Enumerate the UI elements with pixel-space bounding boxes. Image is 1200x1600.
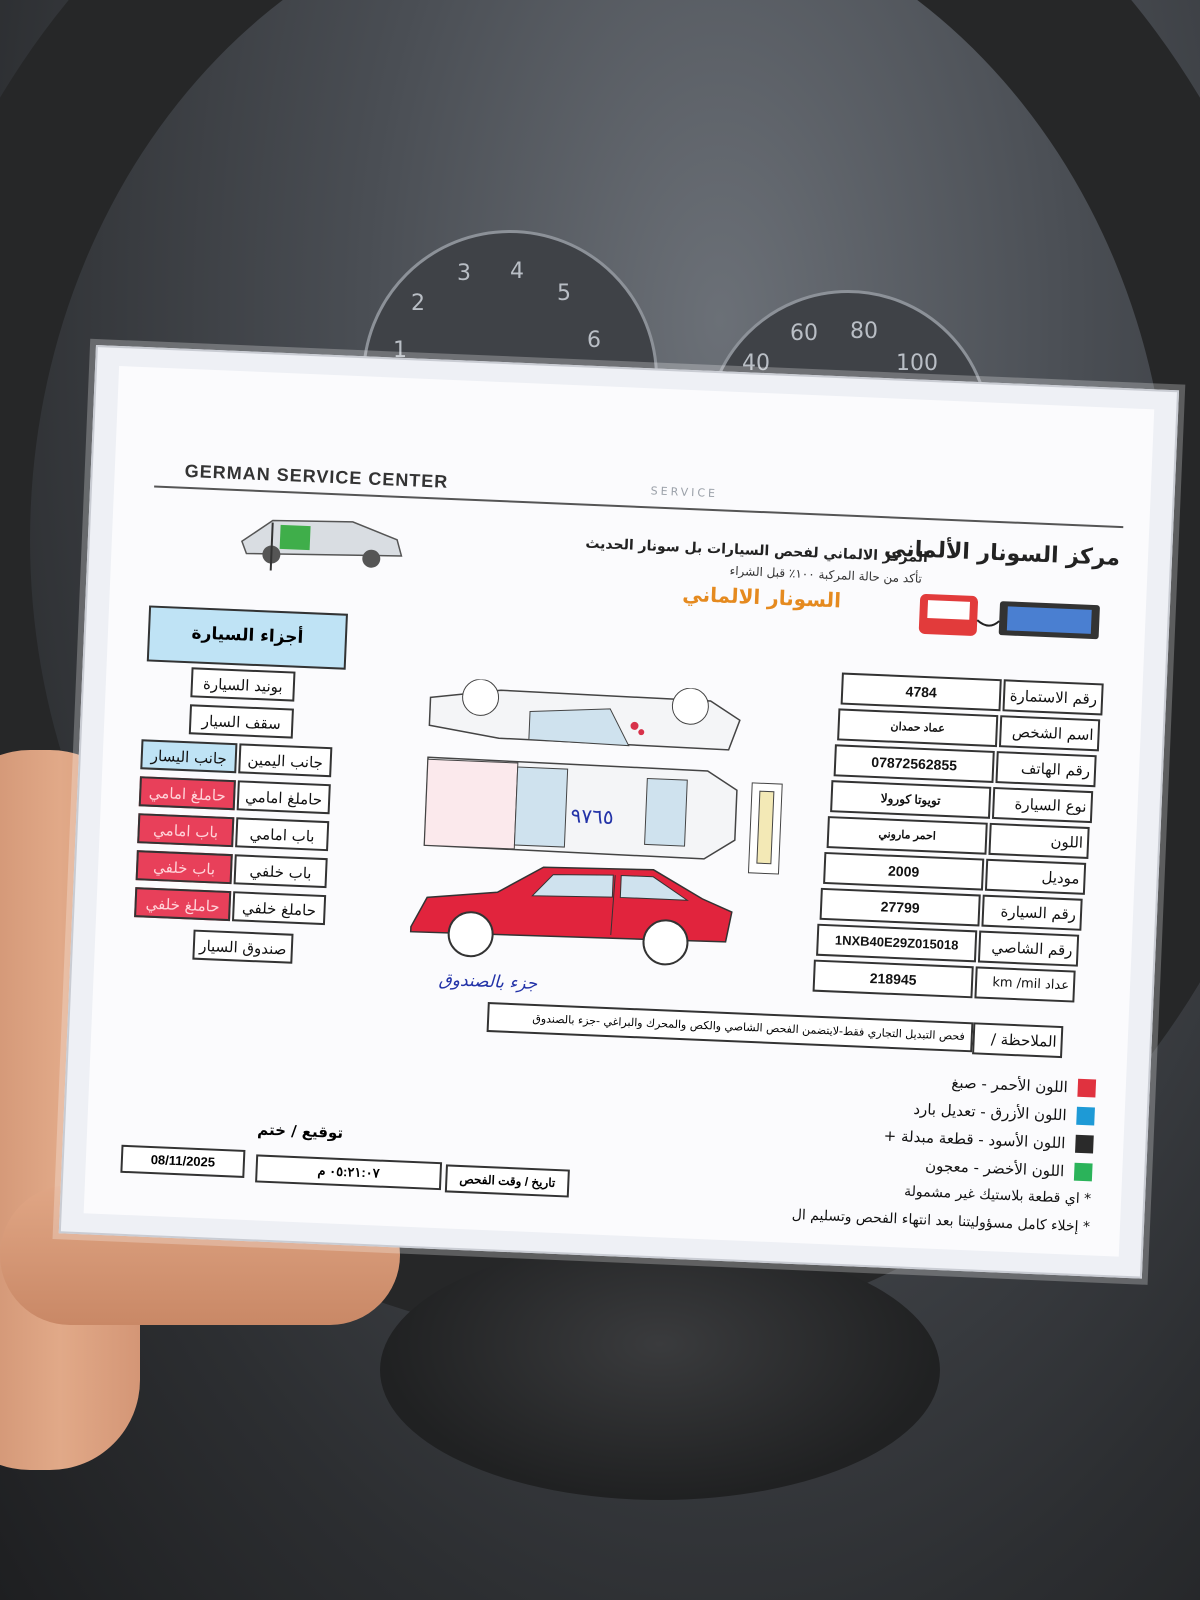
car-type-label: نوع السيارة [991,786,1094,824]
legend-text: اللون الأسود - قطعة مبدلة + [883,1126,1066,1153]
note-value: فحص التبديل التجاري فقط-لايتضمن الفحص ال… [486,1001,974,1053]
part-trunk: صندوق السيار [192,929,294,964]
legend-plastic-note: * اي قطعة بلاستيك غير مشمولة [904,1184,1092,1208]
car-lift-icon [241,519,403,571]
person-name-label: اسم الشخص [998,715,1101,752]
part-rear-door-left: باب خلفي [135,850,233,885]
header-subtitle-2: تأكد من حالة المركبة ١٠٠٪ قبل الشراء [729,563,923,586]
handwritten-mark: ٩٧٦٥ [570,803,615,830]
part-hood: بونيد السيارة [190,667,296,702]
gauge-number: 4 [510,259,524,284]
model-label: موديل [984,858,1087,895]
legend-text: اللون الأحمر - صبغ [951,1073,1069,1097]
datetime-label: تاريخ / وقت الفحص [444,1164,570,1198]
gauge-number: 5 [557,281,571,306]
green-swatch [1073,1162,1093,1182]
phone-label: رقم الهاتف [995,751,1097,788]
handwritten-note: جزء بالصندوق [438,969,538,995]
model-value: 2009 [823,851,985,891]
legend-text: اللون الأزرق - تعديل بارد [913,1099,1067,1125]
gauge-number: 6 [587,328,601,353]
part-left-side: جانب اليسار [140,739,238,774]
brand-logo-text: SERVICE [650,484,719,501]
header-subtitle-1: المركز الالماني لفحص السيارات بل سونار ا… [585,535,929,567]
header-subtitle-3: السونار الالماني [681,581,842,613]
part-roof: سقف السيار [188,704,294,739]
part-front-door-left: باب امامي [137,813,235,848]
diagnostic-scanner-icon [918,593,1100,640]
car-type-value: تويوتا كورولا [830,780,992,819]
inspection-card: GERMAN SERVICE CENTER SERVICE مركز السون… [58,345,1180,1279]
legend-text: اللون الأخضر - معجون [924,1156,1065,1181]
signature-label: توقيع / ختم [256,1120,344,1143]
odometer-value: 218945 [812,959,974,999]
red-swatch [1077,1078,1097,1098]
legend-blue: اللون الأزرق - تعديل بارد [913,1100,1095,1126]
gauge-number: 80 [850,319,878,344]
legend-black: اللون الأسود - قطعة مبدلة + [883,1126,1094,1154]
inspection-sheet: GERMAN SERVICE CENTER SERVICE مركز السون… [83,365,1155,1257]
gauge-number: 2 [411,291,425,316]
note-label: الملاحظة / [972,1022,1064,1059]
legend-text: * اي قطعة بلاستيك غير مشمولة [903,1183,1092,1208]
color-value: احمر ماروني [826,816,988,855]
chassis-label: رقم الشاصي [977,930,1080,967]
blue-swatch [1076,1106,1095,1126]
legend-disclaimer: * إخلاء كامل مسؤوليتنا بعد انتهاء الفحص … [791,1207,1090,1235]
inspection-time: ٠٥:٢١:٠٧ م [255,1154,443,1191]
part-rear-fender-right: حاملغ خلفي [231,891,327,926]
phone-value: 07872562855 [833,744,995,783]
legend-green: اللون الأخضر - معجون [924,1156,1093,1182]
gauge-number: 100 [896,351,938,376]
chassis-value: 1NXB40E29Z015018 [816,923,978,963]
car-parts-heading: أجزاء السيارة [146,605,348,670]
form-number-value: 4784 [840,672,1002,712]
steering-hub [380,1240,940,1500]
plate-number-value: 27799 [819,887,981,927]
form-number-label: رقم الاستمارة [1002,679,1104,716]
color-label: اللون [988,822,1090,860]
part-rear-fender-left: حاملغ خلفي [134,887,232,922]
part-front-door-right: باب امامي [235,817,330,852]
part-front-fender-left: حاملغ امامي [138,776,236,811]
legend-red: اللون الأحمر - صبغ [951,1073,1097,1098]
part-rear-door-right: باب خلفي [233,854,328,889]
person-name-value: عماد حمدان [837,708,999,748]
gauge-number: 60 [790,321,818,346]
plate-number-label: رقم السيارة [981,894,1083,931]
car-damage-diagram [409,678,783,966]
odometer-label: عداد km /mil [974,966,1076,1003]
part-front-fender-right: حاملغ امامي [236,780,331,815]
black-swatch [1075,1134,1094,1154]
inspection-date: 08/11/2025 [120,1144,246,1178]
legend-text: * إخلاء كامل مسؤوليتنا بعد انتهاء الفحص … [791,1206,1091,1236]
part-right-side: جانب اليمين [238,743,333,778]
gauge-number: 3 [457,261,471,286]
